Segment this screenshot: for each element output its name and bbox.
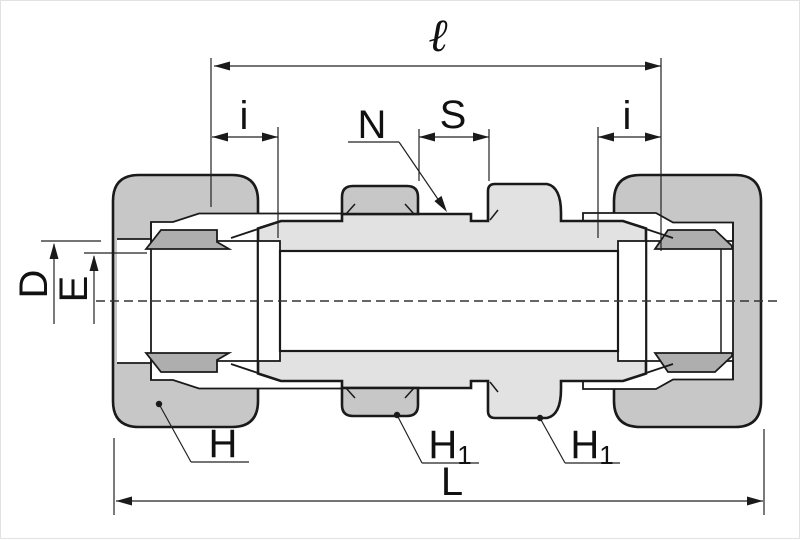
- right-cone-bottom: [645, 363, 674, 374]
- arrowhead-n: [434, 195, 447, 212]
- arrowhead-up: [89, 255, 99, 271]
- right-ferrule-top: [653, 229, 733, 250]
- h1-leader: [539, 417, 566, 464]
- hex-chamfer-tick: [489, 381, 499, 393]
- dim-label-panel-span: S: [440, 93, 467, 137]
- h1-leader: [396, 414, 423, 464]
- left-cone-top: [230, 228, 259, 239]
- leader-dot: [536, 414, 544, 422]
- leader-dot: [393, 411, 401, 419]
- dim-label-hex2-sub: 1: [599, 440, 613, 470]
- dim-label-hex2-main: H: [570, 423, 599, 467]
- arrowhead-right: [473, 132, 489, 142]
- right-cone-top: [645, 228, 674, 239]
- dim-label-hex1: H1: [428, 423, 471, 470]
- dim-label-hex1-sub: 1: [457, 440, 471, 470]
- arrowhead-right: [645, 132, 661, 142]
- locknut-chamfer-tick: [404, 203, 415, 215]
- dim-label-nut-hex: H: [209, 422, 238, 466]
- dimension-arrowheads: [49, 61, 763, 506]
- h-leader: [158, 403, 192, 463]
- dim-label-bore: E: [52, 276, 96, 303]
- dim-label-hex1-main: H: [428, 423, 457, 467]
- locknut-chamfer-tick: [345, 203, 356, 215]
- dim-label-thread: N: [358, 103, 387, 147]
- arrowhead-left: [214, 61, 230, 71]
- hex-chamfer-tick: [489, 209, 499, 221]
- leader-dot: [155, 400, 163, 408]
- left-ferrule-bottom: [144, 352, 233, 373]
- bulkhead-locknut-top: [340, 184, 420, 216]
- bulkhead-locknut-bottom: [340, 386, 420, 418]
- arrowhead-right: [645, 61, 661, 71]
- dim-label-tube-od: D: [12, 270, 56, 299]
- dim-label-i-right: i: [623, 94, 632, 138]
- left-cone-bottom: [230, 363, 259, 374]
- right-ferrule-bottom: [653, 352, 733, 373]
- locknut-chamfer-tick: [404, 387, 415, 399]
- arrowhead-up: [49, 243, 59, 259]
- left-ferrule-top: [144, 229, 233, 250]
- dim-label-overall-top: ℓ: [428, 8, 448, 62]
- arrowhead-left: [598, 132, 614, 142]
- arrowhead-right: [262, 132, 278, 142]
- dim-label-overall-length: L: [441, 460, 463, 504]
- dim-label-i-left: i: [240, 94, 249, 138]
- dim-label-hex2: H1: [570, 423, 613, 470]
- arrowhead-right: [747, 496, 763, 506]
- arrowhead-left: [419, 132, 435, 142]
- locknut-chamfer-tick: [345, 387, 356, 399]
- arrowhead-left: [116, 496, 132, 506]
- arrowhead-left: [212, 132, 228, 142]
- n-leader: [398, 141, 445, 209]
